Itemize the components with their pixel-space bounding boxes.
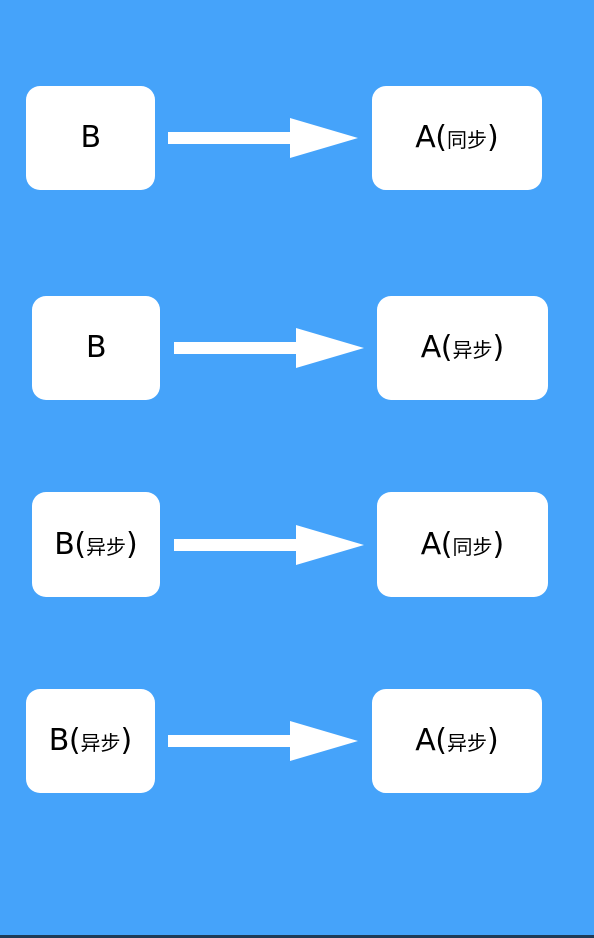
node-label-open-paren: ( (440, 330, 453, 365)
node-label-main: B (85, 330, 107, 365)
node-label-main: B (80, 120, 101, 155)
node-b-row-2: B (32, 296, 160, 400)
node-label-mode: 异步 (452, 338, 493, 362)
right-arrow-icon (174, 525, 364, 565)
node-a-row-3: A ( 同步 ) (377, 492, 548, 597)
node-a-row-1: A ( 同步 ) (372, 86, 542, 190)
node-label-main: B (54, 526, 75, 562)
node-label-mode: 异步 (80, 731, 121, 755)
node-label-open-paren: ( (74, 526, 87, 562)
node-label-main: A (420, 330, 442, 365)
node-label-close-paren: ) (487, 120, 499, 155)
node-label-mode: 同步 (447, 128, 488, 152)
node-label-main: B (48, 723, 70, 758)
right-arrow-icon (174, 328, 364, 368)
node-label-open-paren: ( (68, 723, 81, 758)
bottom-divider (0, 935, 594, 938)
node-b-row-3: B ( 异步 ) (32, 492, 160, 597)
node-label-close-paren: ) (487, 723, 499, 758)
node-a-row-4: A ( 异步 ) (372, 689, 542, 793)
node-label-close-paren: ) (120, 723, 133, 758)
node-label-open-paren: ( (435, 723, 448, 758)
node-label-mode: 异步 (86, 534, 127, 559)
node-label-mode: 同步 (452, 534, 493, 559)
node-label-main: A (420, 526, 442, 562)
node-label-main: A (415, 723, 436, 758)
node-label-close-paren: ) (492, 330, 505, 365)
node-label-close-paren: ) (492, 526, 505, 562)
right-arrow-icon (168, 118, 358, 158)
node-label-main: A (415, 120, 436, 155)
node-label-close-paren: ) (126, 526, 138, 562)
right-arrow-icon (168, 721, 358, 761)
node-label-mode: 异步 (447, 731, 488, 755)
node-label-open-paren: ( (435, 120, 448, 155)
node-b-row-4: B ( 异步 ) (26, 689, 155, 793)
node-a-row-2: A ( 异步 ) (377, 296, 548, 400)
node-b-row-1: B (26, 86, 155, 190)
node-label-open-paren: ( (440, 526, 453, 562)
